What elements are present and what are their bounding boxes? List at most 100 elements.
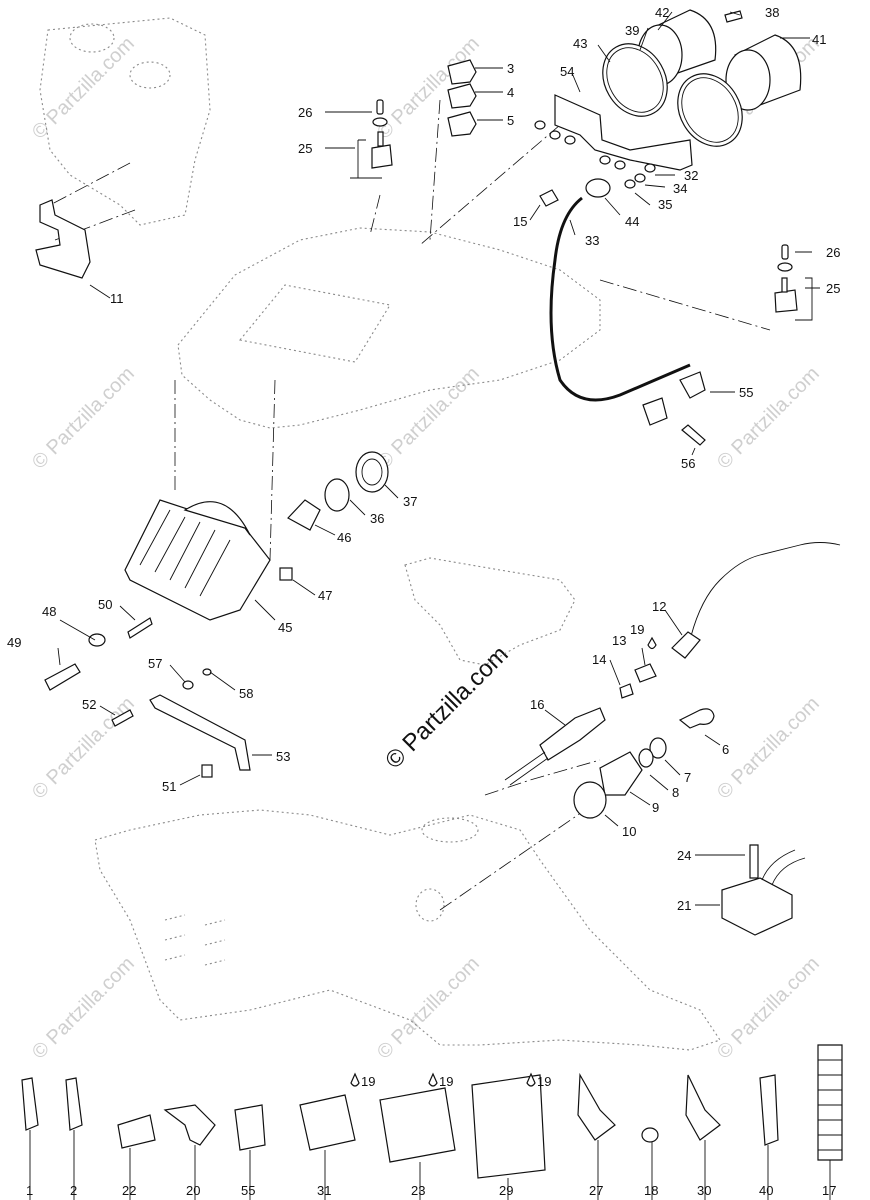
chassis-hole-phantom: [415, 888, 445, 922]
hood-opening-phantom: [238, 284, 391, 363]
nut-51: [201, 764, 213, 778]
terminal-2: [65, 1077, 83, 1131]
harness-16: [539, 707, 606, 761]
washer: [599, 155, 611, 165]
washer-57: [182, 680, 194, 690]
assembly-line: [419, 124, 561, 246]
gasket-43: [677, 73, 743, 147]
switch-13: [634, 663, 657, 683]
callout-56: 56: [681, 456, 695, 471]
headlight-45: [124, 499, 271, 621]
callout-22: 22: [122, 1183, 136, 1198]
seat-phantom: [404, 557, 576, 666]
clamp-20: [163, 1104, 216, 1146]
callout-10: 10: [622, 824, 636, 839]
callout-15: 15: [513, 214, 527, 229]
bracket-line: [795, 277, 813, 321]
watermark: © Partzilla.com: [713, 693, 824, 804]
assembly-line: [54, 209, 136, 241]
tether-cord-12: [689, 542, 841, 641]
callout-37: 37: [403, 494, 417, 509]
callout-45: 45: [278, 620, 292, 635]
assembly-line: [369, 194, 381, 236]
lubricant-ref-19: 19: [537, 1074, 551, 1089]
switch-cap-5: [447, 111, 477, 137]
lubricant-ref-19: 19: [361, 1074, 375, 1089]
grommet-44: [585, 178, 611, 198]
callout-16: 16: [530, 697, 544, 712]
regulator-wires: [761, 849, 806, 886]
clip-55-bottom: [234, 1104, 266, 1151]
gasket-39: [602, 43, 668, 117]
callout-29: 29: [499, 1183, 513, 1198]
leader: [691, 251, 820, 456]
callout-19: 19: [630, 622, 644, 637]
callout-9: 9: [652, 800, 659, 815]
drop-19: [647, 636, 657, 650]
callout-55a: 55: [739, 385, 753, 400]
hood-phantom: [177, 227, 601, 429]
toggle-switch-25: [371, 144, 393, 169]
clip-55: [679, 371, 706, 399]
washer-58: [202, 668, 212, 676]
gasket-43-inner: [681, 77, 739, 143]
callout-11: 11: [110, 291, 124, 306]
spring-50: [127, 617, 153, 639]
fuel-tank-phantom: [39, 17, 211, 226]
leader: [604, 734, 721, 827]
drop-icon: [526, 1072, 536, 1087]
connector-23: [379, 1087, 456, 1163]
clip-47: [279, 567, 293, 581]
key-6: [678, 708, 715, 729]
callout-58: 58: [239, 686, 253, 701]
callout-47: 47: [318, 588, 332, 603]
boot-37: [355, 451, 389, 493]
watermark-center: © Partzilla.com: [380, 641, 513, 774]
callout-8: 8: [672, 785, 679, 800]
callout-33: 33: [585, 233, 599, 248]
switch-nut-26: [777, 262, 793, 272]
fuel-cap-phantom: [69, 23, 115, 53]
switch-cap-3: [447, 59, 477, 85]
terminal-40: [759, 1074, 779, 1146]
screw-49: [44, 663, 81, 691]
nut-14: [619, 683, 634, 699]
watermark: © Partzilla.com: [713, 953, 824, 1064]
callout-4: 4: [507, 85, 514, 100]
callout-13: 13: [612, 633, 626, 648]
callout-25b: 25: [826, 281, 840, 296]
callout-34: 34: [673, 181, 687, 196]
gauge-bracket-54: [554, 94, 693, 171]
callout-57: 57: [148, 656, 162, 671]
regulator-21: [721, 877, 793, 936]
assembly-line: [599, 279, 771, 331]
phantom-outlines: [39, 17, 721, 1051]
callout-25a: 25: [298, 141, 312, 156]
callout-5: 5: [507, 113, 514, 128]
callout-27: 27: [589, 1183, 603, 1198]
callout-40: 40: [759, 1183, 773, 1198]
bulb-15: [539, 189, 559, 207]
leader: [254, 484, 399, 621]
gauge-41-face: [725, 49, 771, 111]
ring-terminal-18: [641, 1127, 659, 1143]
toggle-lever-25: [377, 131, 384, 147]
ignition-switch-9: [599, 751, 643, 796]
parts: [35, 9, 841, 936]
watermark: © Partzilla.com: [28, 363, 139, 474]
assembly-line: [269, 379, 276, 561]
nut-8: [638, 748, 654, 768]
headlight-housing: [183, 501, 251, 536]
callout-49: 49: [7, 635, 21, 650]
callout-7: 7: [684, 770, 691, 785]
callout-2: 2: [70, 1183, 77, 1198]
toggle-switch-25: [774, 289, 798, 313]
harness-wires: [504, 751, 549, 786]
leader: [544, 609, 683, 726]
screw-38: [724, 10, 743, 23]
screw-52: [111, 709, 134, 727]
watermark: © Partzilla.com: [28, 953, 139, 1064]
leader: [89, 284, 111, 299]
callout-54: 54: [560, 64, 574, 79]
